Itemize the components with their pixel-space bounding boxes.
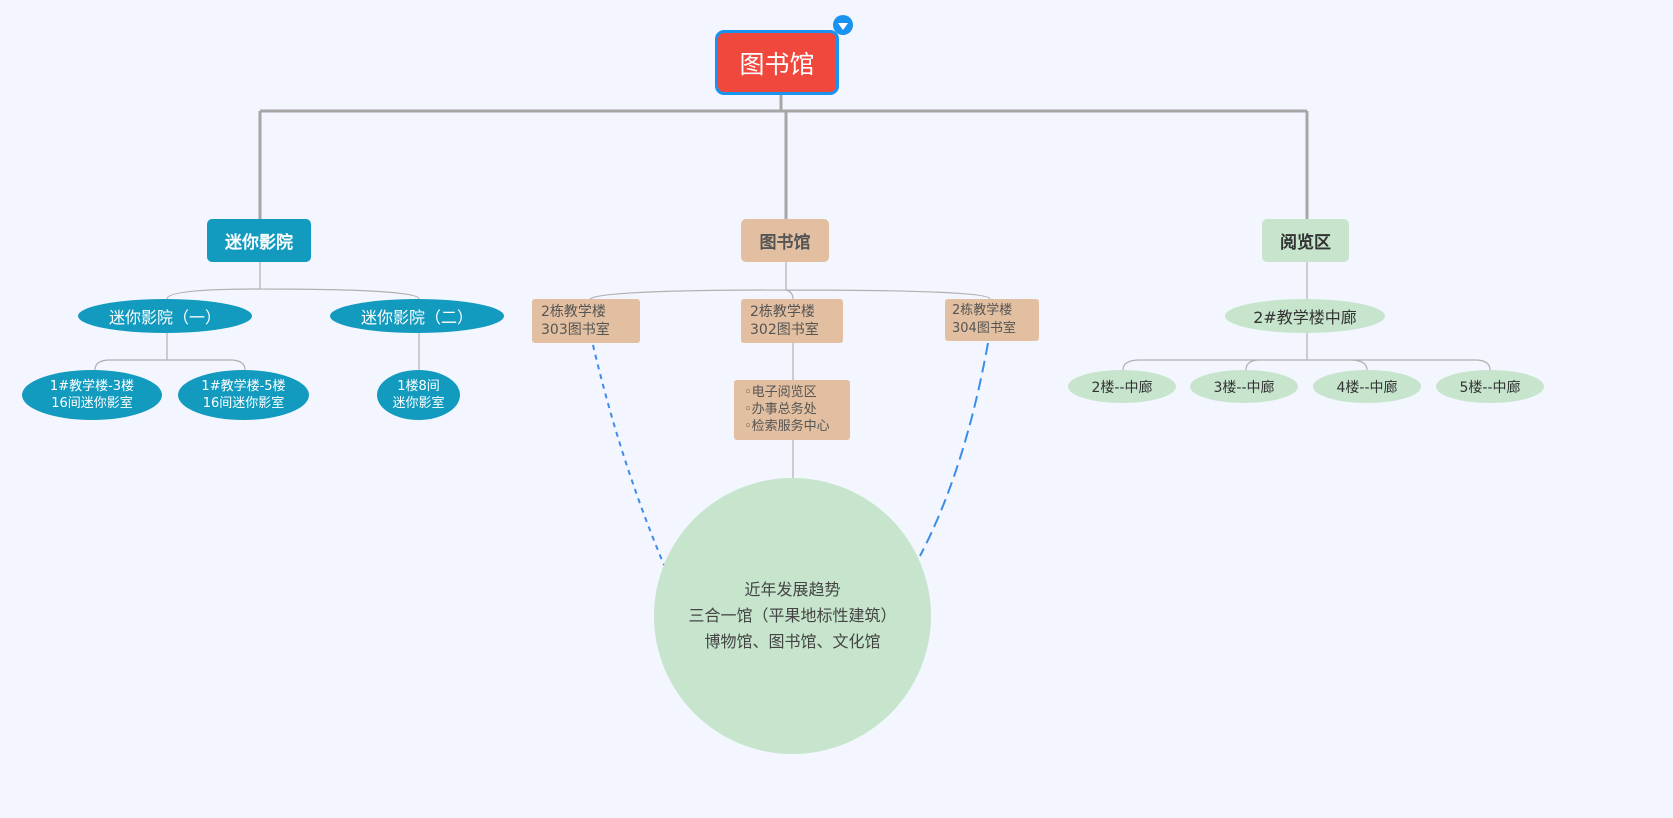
topic-reading-area[interactable]: 阅览区 <box>1262 219 1349 262</box>
topic-mini-cinema-1[interactable]: 迷你影院（一） <box>78 299 252 333</box>
root-topic[interactable]: 图书馆 <box>715 30 839 95</box>
subtopic-floor1-8rooms[interactable]: 1楼8间 迷你影室 <box>377 370 460 420</box>
subtopic-building1-floor3[interactable]: 1#教学楼-3楼 16间迷你影室 <box>22 370 162 420</box>
collapse-toggle-icon[interactable] <box>833 15 853 35</box>
subtopic-building1-floor5[interactable]: 1#教学楼-5楼 16间迷你影室 <box>178 370 309 420</box>
subtopic-room-304[interactable]: 2栋教学楼 304图书室 <box>945 299 1039 341</box>
subtopic-floor5-corridor[interactable]: 5楼--中廊 <box>1436 370 1544 403</box>
topic-mini-cinema[interactable]: 迷你影院 <box>207 219 311 262</box>
summary-trend-bubble[interactable]: 近年发展趋势 三合一馆（平果地标性建筑） 博物馆、图书馆、文化馆 <box>654 478 931 754</box>
topic-mini-cinema-2[interactable]: 迷你影院（二） <box>330 299 504 333</box>
list-item: 电子阅览区 <box>744 384 850 401</box>
subtopic-room-302[interactable]: 2栋教学楼 302图书室 <box>741 299 843 343</box>
topic-library[interactable]: 图书馆 <box>741 219 829 262</box>
topic-building2-corridor[interactable]: 2#教学楼中廊 <box>1225 299 1385 333</box>
subtopic-floor2-corridor[interactable]: 2楼--中廊 <box>1068 370 1176 403</box>
subtopic-floor4-corridor[interactable]: 4楼--中廊 <box>1313 370 1421 403</box>
room-302-feature-list[interactable]: 电子阅览区 办事总务处 检索服务中心 <box>734 380 850 440</box>
list-item: 检索服务中心 <box>744 418 850 435</box>
list-item: 办事总务处 <box>744 401 850 418</box>
subtopic-floor3-corridor[interactable]: 3楼--中廊 <box>1190 370 1298 403</box>
subtopic-room-303[interactable]: 2栋教学楼 303图书室 <box>532 299 640 343</box>
